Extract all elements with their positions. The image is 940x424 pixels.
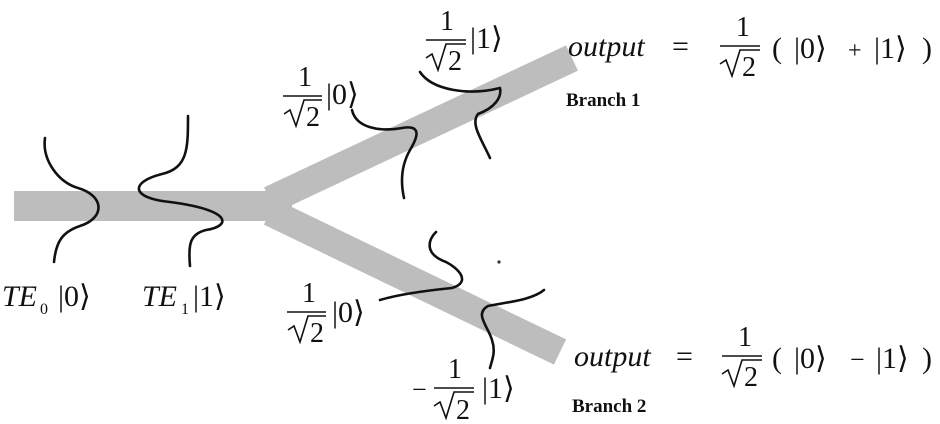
branch-1-coef-1: 1 2 |1⟩ [425, 6, 503, 77]
fraction-denominator: 2 [744, 362, 758, 393]
fraction-numerator: 1 [738, 322, 752, 353]
sqrt-sign [287, 315, 326, 345]
ket-0: |0⟩ [332, 296, 365, 329]
branch-2-mode-profile-0 [378, 230, 464, 302]
fraction-numerator: 1 [440, 6, 454, 37]
branch-2-mode-profile-1 [480, 288, 546, 370]
fraction-denominator: 2 [742, 52, 756, 83]
fraction-numerator: 1 [736, 12, 750, 43]
open-paren: ( [772, 32, 782, 65]
te0-subscript: 0 [40, 301, 48, 318]
ket-1: |1⟩ [470, 22, 503, 55]
fraction-numerator: 1 [448, 354, 462, 385]
ket-1: |1⟩ [482, 372, 515, 405]
branch-2-coef-0: 1 2 |0⟩ [287, 278, 365, 349]
sqrt-sign [433, 391, 474, 421]
ket-1: |1⟩ [876, 342, 909, 375]
te1-ket: |1⟩ [193, 280, 226, 313]
branch-2-output: output = 1 2 ( |0⟩ − |1⟩ ) [574, 322, 932, 393]
te1-text: TE [142, 280, 177, 313]
te0-ket: |0⟩ [58, 280, 91, 313]
ket-0: |0⟩ [794, 342, 827, 375]
fraction-numerator: 1 [298, 62, 312, 93]
equals-sign: = [672, 30, 689, 63]
branch-1-coef-0: 1 2 |0⟩ [283, 62, 359, 133]
te0-text: TE [2, 280, 37, 313]
sqrt-sign [425, 43, 466, 73]
branch-1-label: Branch 1 [566, 90, 640, 111]
te0-label: TE 0 |0⟩ [2, 280, 91, 318]
branch-1-mode-profile-1 [418, 70, 502, 160]
output-label: output [574, 340, 651, 373]
branch-1-waveguide [264, 45, 578, 213]
output-label: output [568, 30, 645, 63]
open-paren: ( [772, 342, 782, 375]
branch-1-output: output = 1 2 ( |0⟩ + |1⟩ ) [568, 12, 932, 83]
te0-mode-profile [43, 136, 100, 264]
stray-dot [497, 260, 501, 264]
branch-2-waveguide [263, 199, 567, 365]
branch-2-label: Branch 2 [572, 396, 646, 417]
te1-label: TE 1 |1⟩ [142, 280, 226, 318]
ket-0: |0⟩ [326, 78, 359, 111]
close-paren: ) [922, 342, 932, 375]
close-paren: ) [922, 32, 932, 65]
te1-subscript: 1 [181, 301, 189, 318]
ket-0: |0⟩ [794, 32, 827, 65]
sqrt-sign [719, 49, 760, 79]
plus-sign: + [848, 38, 862, 64]
fraction-numerator: 1 [302, 278, 316, 309]
te1-mode-profile [137, 114, 224, 268]
equals-sign: = [676, 340, 693, 373]
minus-sign: − [850, 345, 865, 374]
fraction-denominator: 2 [310, 318, 324, 349]
sqrt-sign [283, 99, 322, 129]
fraction-denominator: 2 [448, 46, 462, 77]
fraction-denominator: 2 [456, 395, 470, 424]
waveguide-structure [14, 45, 578, 365]
branch-1-mode-profile-0 [350, 108, 418, 200]
ket-1: |1⟩ [874, 32, 907, 65]
branch-2-coef-1: − 1 2 |1⟩ [412, 354, 515, 424]
minus-sign: − [412, 375, 427, 404]
sqrt-sign [721, 359, 762, 389]
fraction-denominator: 2 [306, 102, 320, 133]
